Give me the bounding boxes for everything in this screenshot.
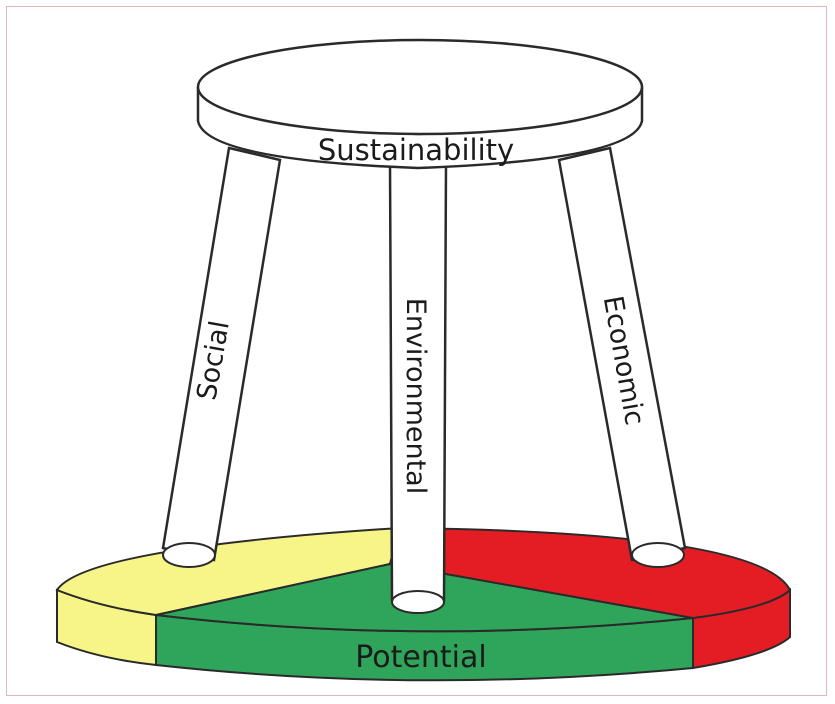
leg-social: Social [161, 146, 282, 568]
seat-top [196, 38, 644, 136]
leg-environmental-label: Environmental [400, 298, 431, 494]
base-label: Potential [355, 640, 486, 675]
leg-environmental: Environmental [388, 160, 448, 614]
stool-seat: Sustainability [196, 38, 644, 170]
stool-legs: Social Environmental Economic [161, 146, 687, 614]
base-slice-yellow [55, 526, 402, 617]
base-rim [56, 587, 791, 682]
base-slice-red [388, 526, 792, 620]
seat-label: Sustainability [318, 133, 514, 167]
leg-economic: Economic [557, 146, 687, 568]
